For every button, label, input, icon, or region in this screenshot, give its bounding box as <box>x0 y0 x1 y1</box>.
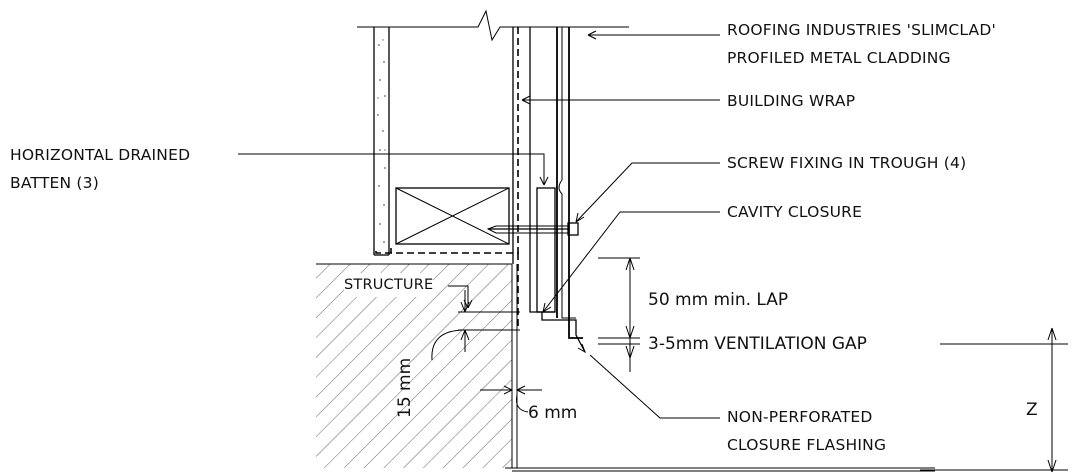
structure-hatch <box>316 263 513 468</box>
lining-texture <box>377 39 386 243</box>
cavity-gap-lines <box>505 264 935 472</box>
z-dimension <box>920 327 1068 473</box>
batten <box>529 27 556 313</box>
wall-lining <box>373 27 514 264</box>
building-wrap-line <box>375 27 519 330</box>
flashing-label-line2: CLOSURE FLASHING <box>727 436 887 454</box>
cavity-closure-label: CAVITY CLOSURE <box>727 203 863 221</box>
cladding <box>556 27 583 339</box>
dimension-6mm <box>480 385 542 413</box>
closure-flashing <box>541 312 586 354</box>
dimension-15mm-label: 15 mm <box>395 357 415 418</box>
structure-label: STRUCTURE <box>344 273 434 297</box>
break-line <box>357 9 629 42</box>
cladding-label-line1: ROOFING INDUSTRIES 'SLIMCLAD' <box>727 21 996 39</box>
flashing-label-line1: NON-PERFORATED <box>727 408 873 426</box>
cladding-label-line2: PROFILED METAL CLADDING <box>727 49 951 67</box>
dimension-6mm-label: 6 mm <box>528 403 578 423</box>
batten-label-line2: BATTEN (3) <box>10 174 99 192</box>
lap-dimension <box>598 257 640 372</box>
screw-fixing-label: SCREW FIXING IN TROUGH (4) <box>727 154 967 172</box>
dimension-15mm <box>431 290 520 361</box>
batten-label-line1: HORIZONTAL DRAINED <box>10 146 191 164</box>
lap-dimension-label: 50 mm min. LAP <box>648 290 789 310</box>
screw <box>486 222 579 236</box>
timber-nog <box>395 187 510 245</box>
z-dimension-label: Z <box>1026 400 1038 420</box>
ventilation-gap-label: 3-5mm VENTILATION GAP <box>648 334 867 354</box>
leader-lines <box>238 30 720 419</box>
building-wrap-label: BUILDING WRAP <box>727 92 856 110</box>
